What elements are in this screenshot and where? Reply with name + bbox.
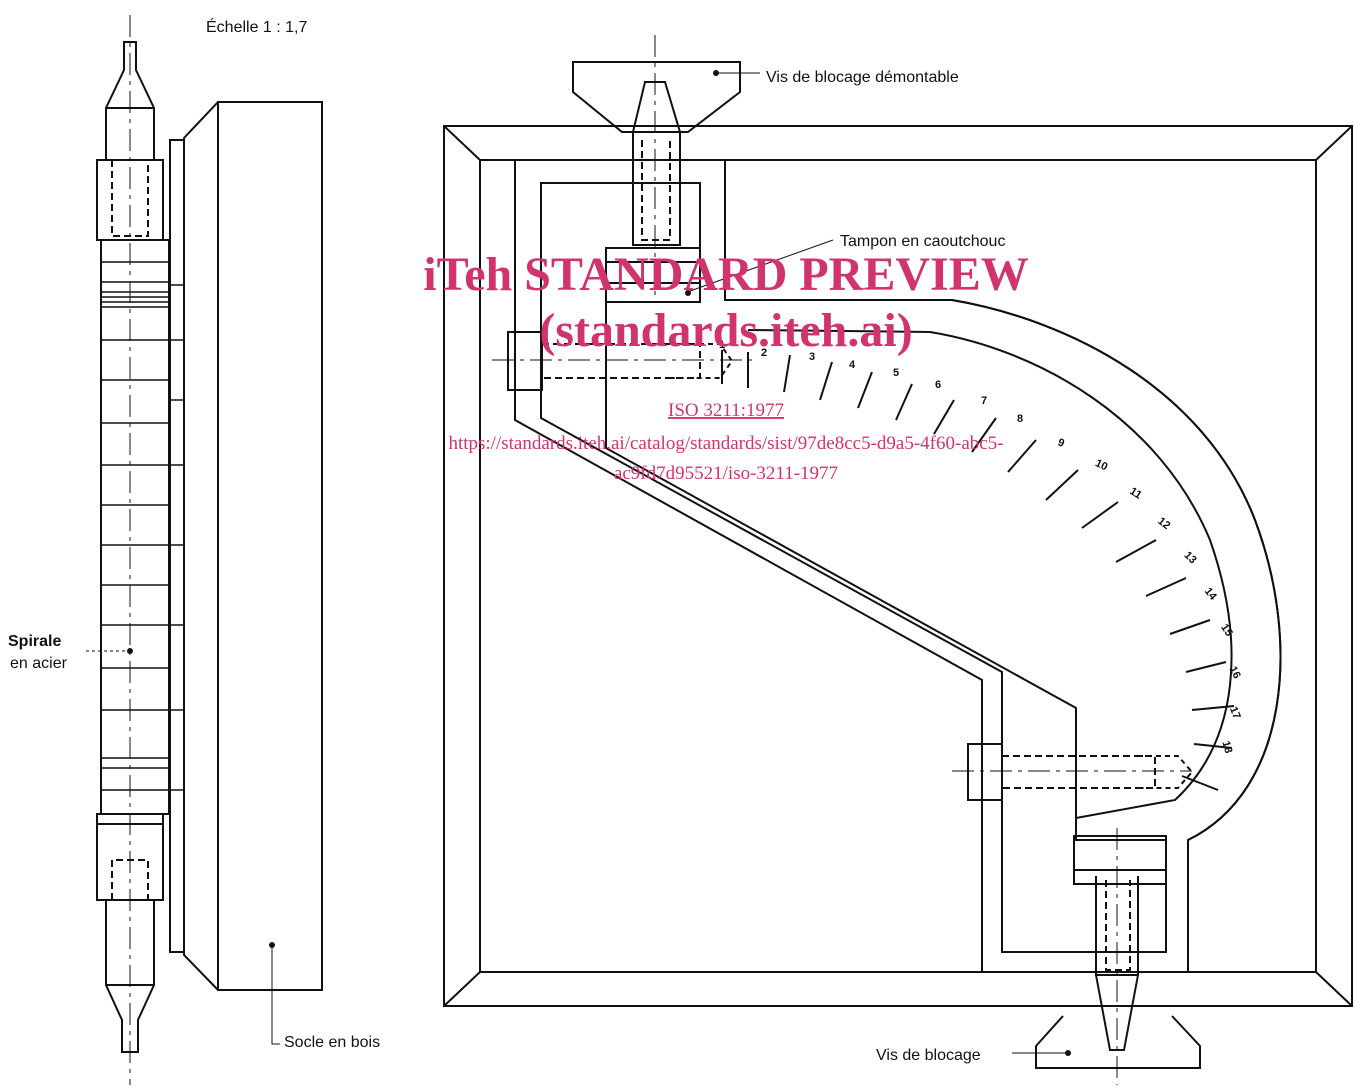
- graduation-tick: [819, 361, 833, 401]
- watermark-title: iTeh STANDARD PREVIEW: [423, 248, 1028, 301]
- coil-turns: [101, 261, 169, 791]
- graduation-tick: [1081, 501, 1119, 529]
- graduation-label: 9: [1056, 436, 1066, 449]
- graduation-tick: [1191, 705, 1235, 711]
- scale-label: Échelle 1 : 1,7: [206, 17, 308, 36]
- graduation-tick: [1169, 619, 1211, 635]
- graduation-tick: [1145, 577, 1187, 597]
- graduation-label: 18: [1219, 740, 1234, 755]
- graduation-label: 11: [1127, 485, 1143, 501]
- locking-screw-label: Vis de blocage: [876, 1047, 981, 1064]
- graduation-tick: [1007, 439, 1037, 473]
- graduation-label: 6: [935, 379, 941, 391]
- graduation-label: 8: [1017, 413, 1023, 425]
- graduation-label: 10: [1093, 457, 1109, 473]
- graduation-tick: [1193, 743, 1233, 749]
- graduation-label: 17: [1227, 705, 1243, 721]
- graduation-tick: [895, 383, 913, 421]
- graduation-tick: [1045, 469, 1079, 501]
- graduation-label: 13: [1182, 549, 1199, 566]
- watermark: iTeh STANDARD PREVIEW (standards.iteh.ai…: [423, 248, 1028, 484]
- graduation-label: 4: [849, 359, 856, 371]
- graduation-label: 12: [1155, 515, 1172, 532]
- graduation-tick: [971, 417, 997, 453]
- side-view: [86, 15, 323, 1085]
- watermark-url-line2[interactable]: ac9fd7d95521/iso-3211-1977: [614, 463, 838, 484]
- rubber-pad-label: Tampon en caoutchouc: [840, 233, 1005, 250]
- graduation-tick: [933, 399, 955, 435]
- graduation-label: 16: [1226, 664, 1242, 680]
- spiral-label-line1: Spirale: [8, 633, 61, 650]
- graduation-label: 1: [719, 339, 725, 351]
- graduation-tick: [783, 354, 791, 393]
- scale-graduations: [721, 350, 1235, 791]
- wood-base-label: Socle en bois: [284, 1034, 380, 1051]
- watermark-doc-id[interactable]: ISO 3211:1977: [668, 400, 784, 421]
- graduation-label: 15: [1218, 622, 1235, 639]
- graduation-tick: [857, 371, 873, 409]
- watermark-url-line1[interactable]: https://standards.iteh.ai/catalog/standa…: [448, 433, 1003, 454]
- graduation-tick: [1115, 539, 1157, 563]
- watermark-subtitle: (standards.iteh.ai): [539, 304, 912, 357]
- graduation-tick: [1181, 775, 1219, 791]
- graduation-label: 3: [809, 351, 815, 363]
- front-view: [443, 35, 1353, 1085]
- graduation-label: 2: [761, 347, 767, 359]
- graduation-label: 5: [893, 367, 899, 379]
- removable-screw-label: Vis de blocage démontable: [766, 69, 959, 86]
- spiral-label-line2: en acier: [10, 655, 68, 672]
- graduation-label: 7: [981, 395, 987, 407]
- graduation-label: 14: [1202, 586, 1220, 604]
- graduation-tick: [1185, 661, 1227, 673]
